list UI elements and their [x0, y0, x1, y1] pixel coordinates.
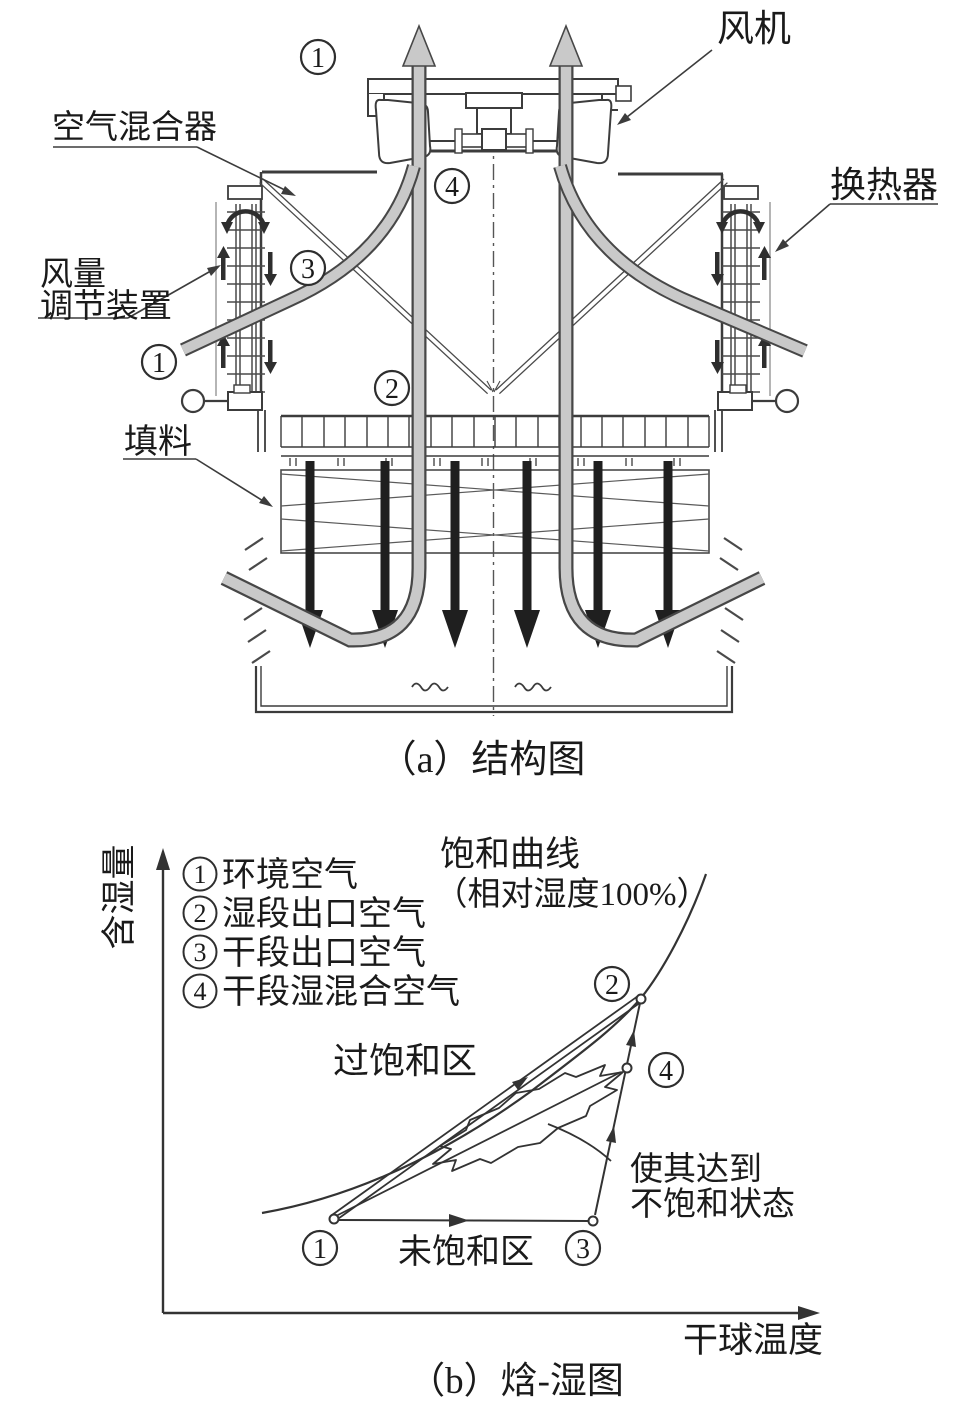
- svg-text:湿段出口空气: 湿段出口空气: [222, 895, 426, 933]
- y-axis-label: 含湿量: [100, 844, 139, 949]
- svg-text:2: 2: [385, 374, 399, 405]
- svg-text:1: 1: [152, 348, 166, 379]
- float-valve-right: [714, 384, 800, 452]
- chart-axes: [156, 848, 820, 1320]
- air-ducts: [180, 23, 808, 648]
- marker-a-3: 3: [289, 249, 327, 287]
- fan-label: 风机: [717, 9, 791, 50]
- spray-nozzles: [289, 458, 681, 466]
- svg-text:2: 2: [194, 899, 207, 928]
- state-points: [328, 993, 647, 1227]
- state-point-1: [328, 1213, 340, 1225]
- heat-exchanger-label: 换热器: [830, 165, 938, 205]
- air-regulator-label-line2: 调节装置: [40, 288, 172, 325]
- spray-deck: [280, 414, 710, 466]
- saturation-curve-label-line2: （相对湿度100%）: [435, 876, 710, 913]
- svg-text:3: 3: [194, 938, 207, 967]
- process-lines: [331, 995, 642, 1227]
- legend-item: 2 湿段出口空气: [182, 895, 426, 933]
- state-point-3: [587, 1215, 599, 1227]
- water-basin: [254, 666, 734, 714]
- state-point-4: [621, 1062, 633, 1074]
- note-label-line2: 不饱和状态: [630, 1186, 795, 1223]
- swing-arc: [547, 1123, 612, 1162]
- legend-item: 4 干段湿混合空气: [182, 973, 460, 1011]
- packing-section: [280, 469, 710, 554]
- heat-exchanger-left: [217, 204, 277, 394]
- svg-text:3: 3: [301, 254, 315, 285]
- svg-text:1: 1: [194, 860, 207, 889]
- fog-region: [432, 1064, 624, 1172]
- marker-a-top-1: 1: [299, 38, 337, 76]
- marker-a-4: 4: [433, 167, 471, 205]
- exhaust-arrow-right: [548, 23, 584, 67]
- unsaturated-zone-label: 未饱和区: [398, 1233, 534, 1271]
- note-label-line1: 使其达到: [630, 1151, 762, 1188]
- svg-text:4: 4: [659, 1056, 673, 1087]
- marker-a-inlet-1: 1: [140, 343, 178, 381]
- air-mixer-label: 空气混合器: [52, 109, 217, 146]
- flow-arrows-left-exchanger: [217, 246, 277, 374]
- exhaust-arrow-left: [401, 23, 437, 67]
- legend-item: 1 环境空气: [182, 856, 358, 894]
- x-axis-arrow: [798, 1306, 820, 1320]
- y-axis-arrow: [156, 848, 170, 870]
- psychrometric-chart: 含湿量 干球温度 1 环境空气 2 湿段出口空气 3 干段出口空气 4: [100, 835, 823, 1402]
- float-valve-left: [180, 384, 266, 452]
- leader-lines: [38, 49, 938, 507]
- svg-text:1: 1: [311, 43, 325, 74]
- svg-text:2: 2: [605, 970, 619, 1001]
- saturation-curve-label-line1: 饱和曲线: [440, 835, 580, 874]
- marker-b-1: 1: [301, 1229, 339, 1267]
- chart-legend: 1 环境空气 2 湿段出口空气 3 干段出口空气 4 干段湿混合空气: [182, 856, 460, 1011]
- marker-b-2: 2: [593, 965, 631, 1003]
- supersaturated-zone-label: 过饱和区: [333, 1041, 477, 1081]
- heat-exchanger-right: [711, 204, 771, 394]
- fan-deck: [367, 78, 632, 117]
- air-regulator-label-line1: 风量: [40, 257, 106, 293]
- saturation-curve: [261, 873, 708, 1215]
- louver-openings: [243, 537, 744, 664]
- svg-text:4: 4: [194, 977, 207, 1006]
- svg-text:环境空气: 环境空气: [222, 856, 358, 894]
- structure-diagram: 风机 空气混合器 换热器 风量 调节装置 填料 （a）结构图 1 4 3 2 1: [38, 9, 938, 781]
- water-wave: [411, 682, 449, 692]
- svg-text:干段出口空气: 干段出口空气: [222, 934, 426, 972]
- legend-item: 3 干段出口空气: [182, 934, 426, 972]
- marker-b-3: 3: [564, 1229, 602, 1267]
- x-axis-label: 干球温度: [683, 1321, 823, 1360]
- marker-b-4: 4: [647, 1051, 685, 1089]
- svg-text:干段湿混合空气: 干段湿混合空气: [222, 973, 460, 1011]
- svg-text:4: 4: [445, 172, 459, 203]
- air-mixer-funnel: [259, 178, 728, 395]
- state-point-2: [635, 993, 647, 1005]
- packing-label: 填料: [124, 423, 192, 461]
- caption-b: （b）焓-湿图: [408, 1360, 624, 1402]
- svg-text:1: 1: [313, 1234, 327, 1265]
- caption-a: （a）结构图: [379, 739, 586, 781]
- marker-a-2: 2: [373, 369, 411, 407]
- svg-text:3: 3: [576, 1234, 590, 1265]
- water-wave: [514, 682, 552, 692]
